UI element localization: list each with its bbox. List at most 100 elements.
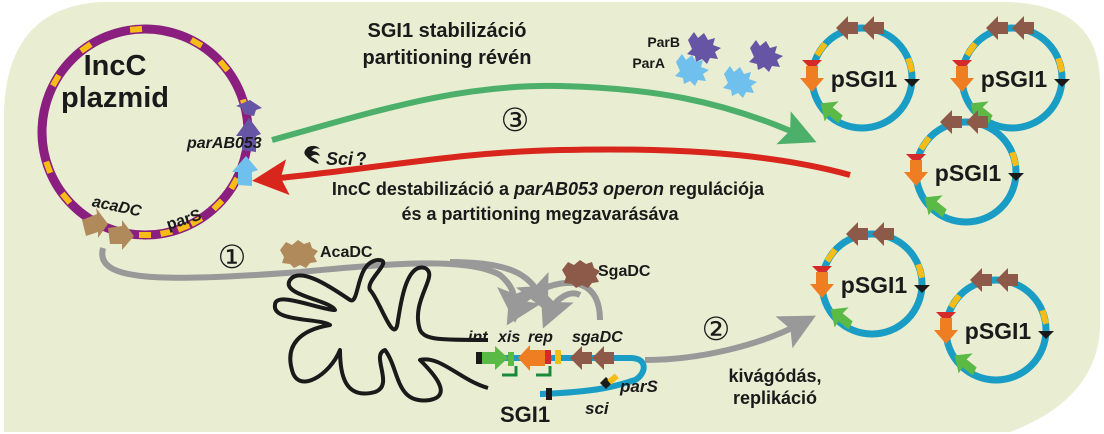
sci-gene [1054, 79, 1070, 87]
parB-protein-icons [687, 32, 783, 72]
psgi1-marker [824, 247, 838, 263]
psgi1-marker [1009, 151, 1020, 167]
sgaDC-label: sgaDC [572, 329, 623, 346]
rep-gene [800, 66, 824, 92]
incc-marker [189, 215, 204, 227]
psgi1-marker [915, 263, 926, 279]
incc-marker [217, 59, 231, 73]
sgaDC-gene [970, 268, 992, 292]
sgaDC-protein-label: SgaDC [598, 263, 651, 280]
parAB053-label: parAB053 [186, 135, 262, 152]
sgaDC-protein-icon [562, 260, 600, 288]
int-gene [482, 346, 508, 370]
sgaDC-gene [846, 222, 868, 246]
chromosome-loops [273, 258, 489, 403]
incc-title-line2: plazmid [61, 82, 169, 114]
sci-question-mark: ? [356, 149, 367, 169]
incc-marker [43, 160, 54, 174]
sgi1-backbone [482, 355, 647, 397]
rep-gene [518, 345, 545, 371]
grey-arrow-excision [644, 315, 816, 363]
psgi1-marker [905, 57, 916, 73]
psgi1-red-marker [812, 266, 832, 272]
rep-gene [810, 272, 834, 298]
incc-marker [211, 198, 225, 212]
incc-title-line1: IncC [84, 50, 147, 82]
acaDC-protein-label: AcaDC [320, 244, 373, 261]
psgi1-label: pSGI1 [831, 66, 898, 92]
acaDC-gene-arrows [82, 208, 134, 250]
parA-gene [232, 156, 258, 186]
sgi1-parS-site [607, 373, 619, 385]
sci-label: Sci [326, 149, 354, 169]
parB-protein-label: ParB [647, 34, 680, 50]
step2-number: ② [702, 311, 731, 347]
incc-marker [79, 41, 93, 54]
psgi1-marker [918, 135, 932, 151]
sci-protein-icon [304, 145, 320, 164]
sci-gene [1008, 173, 1024, 181]
sgaDC-gene [872, 222, 894, 246]
sci-gene [914, 285, 930, 293]
psgi1-red-marker [936, 312, 956, 318]
incc-marker [59, 191, 73, 205]
incc-marker [228, 176, 240, 191]
rep-label: rep [528, 329, 553, 346]
xis-label: xis [497, 329, 520, 346]
rep-gene [904, 160, 928, 186]
sgaDC-gene [966, 110, 988, 134]
red-arrow-destabilization [252, 146, 851, 196]
xis-promoter-icon [502, 366, 518, 377]
incc-destabilization: Sci ? IncC destabilizáció a parAB053 ope… [252, 145, 851, 224]
incc-marker [139, 232, 151, 238]
step2-label-line2: replikáció [733, 388, 817, 408]
parA-protein-icon [723, 66, 757, 98]
step3-stabilization: SGI1 stabilizáció partitioning révén ③ P… [271, 20, 817, 145]
parB-gene [236, 118, 261, 152]
sci-gene-label: sci [585, 399, 610, 418]
int-label: int [468, 329, 488, 346]
sgaDC-gene [836, 16, 858, 40]
psgi1-marker [1039, 309, 1050, 325]
step3-number: ③ [501, 102, 530, 138]
sgaDC-gene-1 [570, 346, 592, 370]
step2-excision: ② kivágódás, replikáció [644, 311, 822, 408]
psgi1-plasmid: pSGI1 [810, 222, 930, 338]
sgi1-label: SGI1 [500, 402, 550, 427]
step3-label-line2: partitioning révén [363, 47, 532, 69]
parAB053-gene-arrows [232, 100, 262, 186]
int-gene [820, 101, 843, 124]
int-gene [954, 353, 977, 376]
incc-marker [50, 73, 62, 88]
rep-gene [950, 66, 974, 92]
grey-arrow-sgaDC-to-xis [506, 279, 603, 326]
acaDC-gene-2 [108, 220, 134, 250]
incc-marker [189, 37, 204, 49]
psgi1-label: pSGI1 [841, 272, 908, 298]
sgi1-parS-label: parS [619, 377, 658, 396]
psgi1-red-marker [906, 154, 926, 160]
xis-gene [508, 352, 514, 366]
sgaDC-gene [940, 110, 962, 134]
sci-gene [1038, 331, 1054, 339]
sgaDC-gene [986, 16, 1008, 40]
grey-arrow-sgaDC-to-rep [540, 288, 582, 329]
psgi1-marker [814, 41, 828, 57]
psgi1-plasmid: pSGI1 [904, 110, 1024, 226]
acaDC-protein-icon [280, 240, 318, 268]
parA-protein-icons [675, 54, 757, 98]
step2-label-line1: kivágódás, [728, 366, 821, 386]
sci-gene [904, 79, 920, 87]
step1-number: ① [218, 239, 247, 275]
sgaDC-gene [996, 268, 1018, 292]
sgaDC-gene [862, 16, 884, 40]
parB-gene-small [236, 100, 262, 116]
rep-red-marker [545, 350, 551, 364]
incc-marker [129, 25, 143, 33]
destabilization-text-a: IncC destabilizáció a [332, 179, 514, 199]
parB-protein-icon [749, 40, 783, 72]
incc-marker [159, 228, 173, 237]
destabilization-label-line2: és a partitioning megzavarásáva [401, 204, 679, 224]
sgaDC-gene-2 [592, 346, 614, 370]
